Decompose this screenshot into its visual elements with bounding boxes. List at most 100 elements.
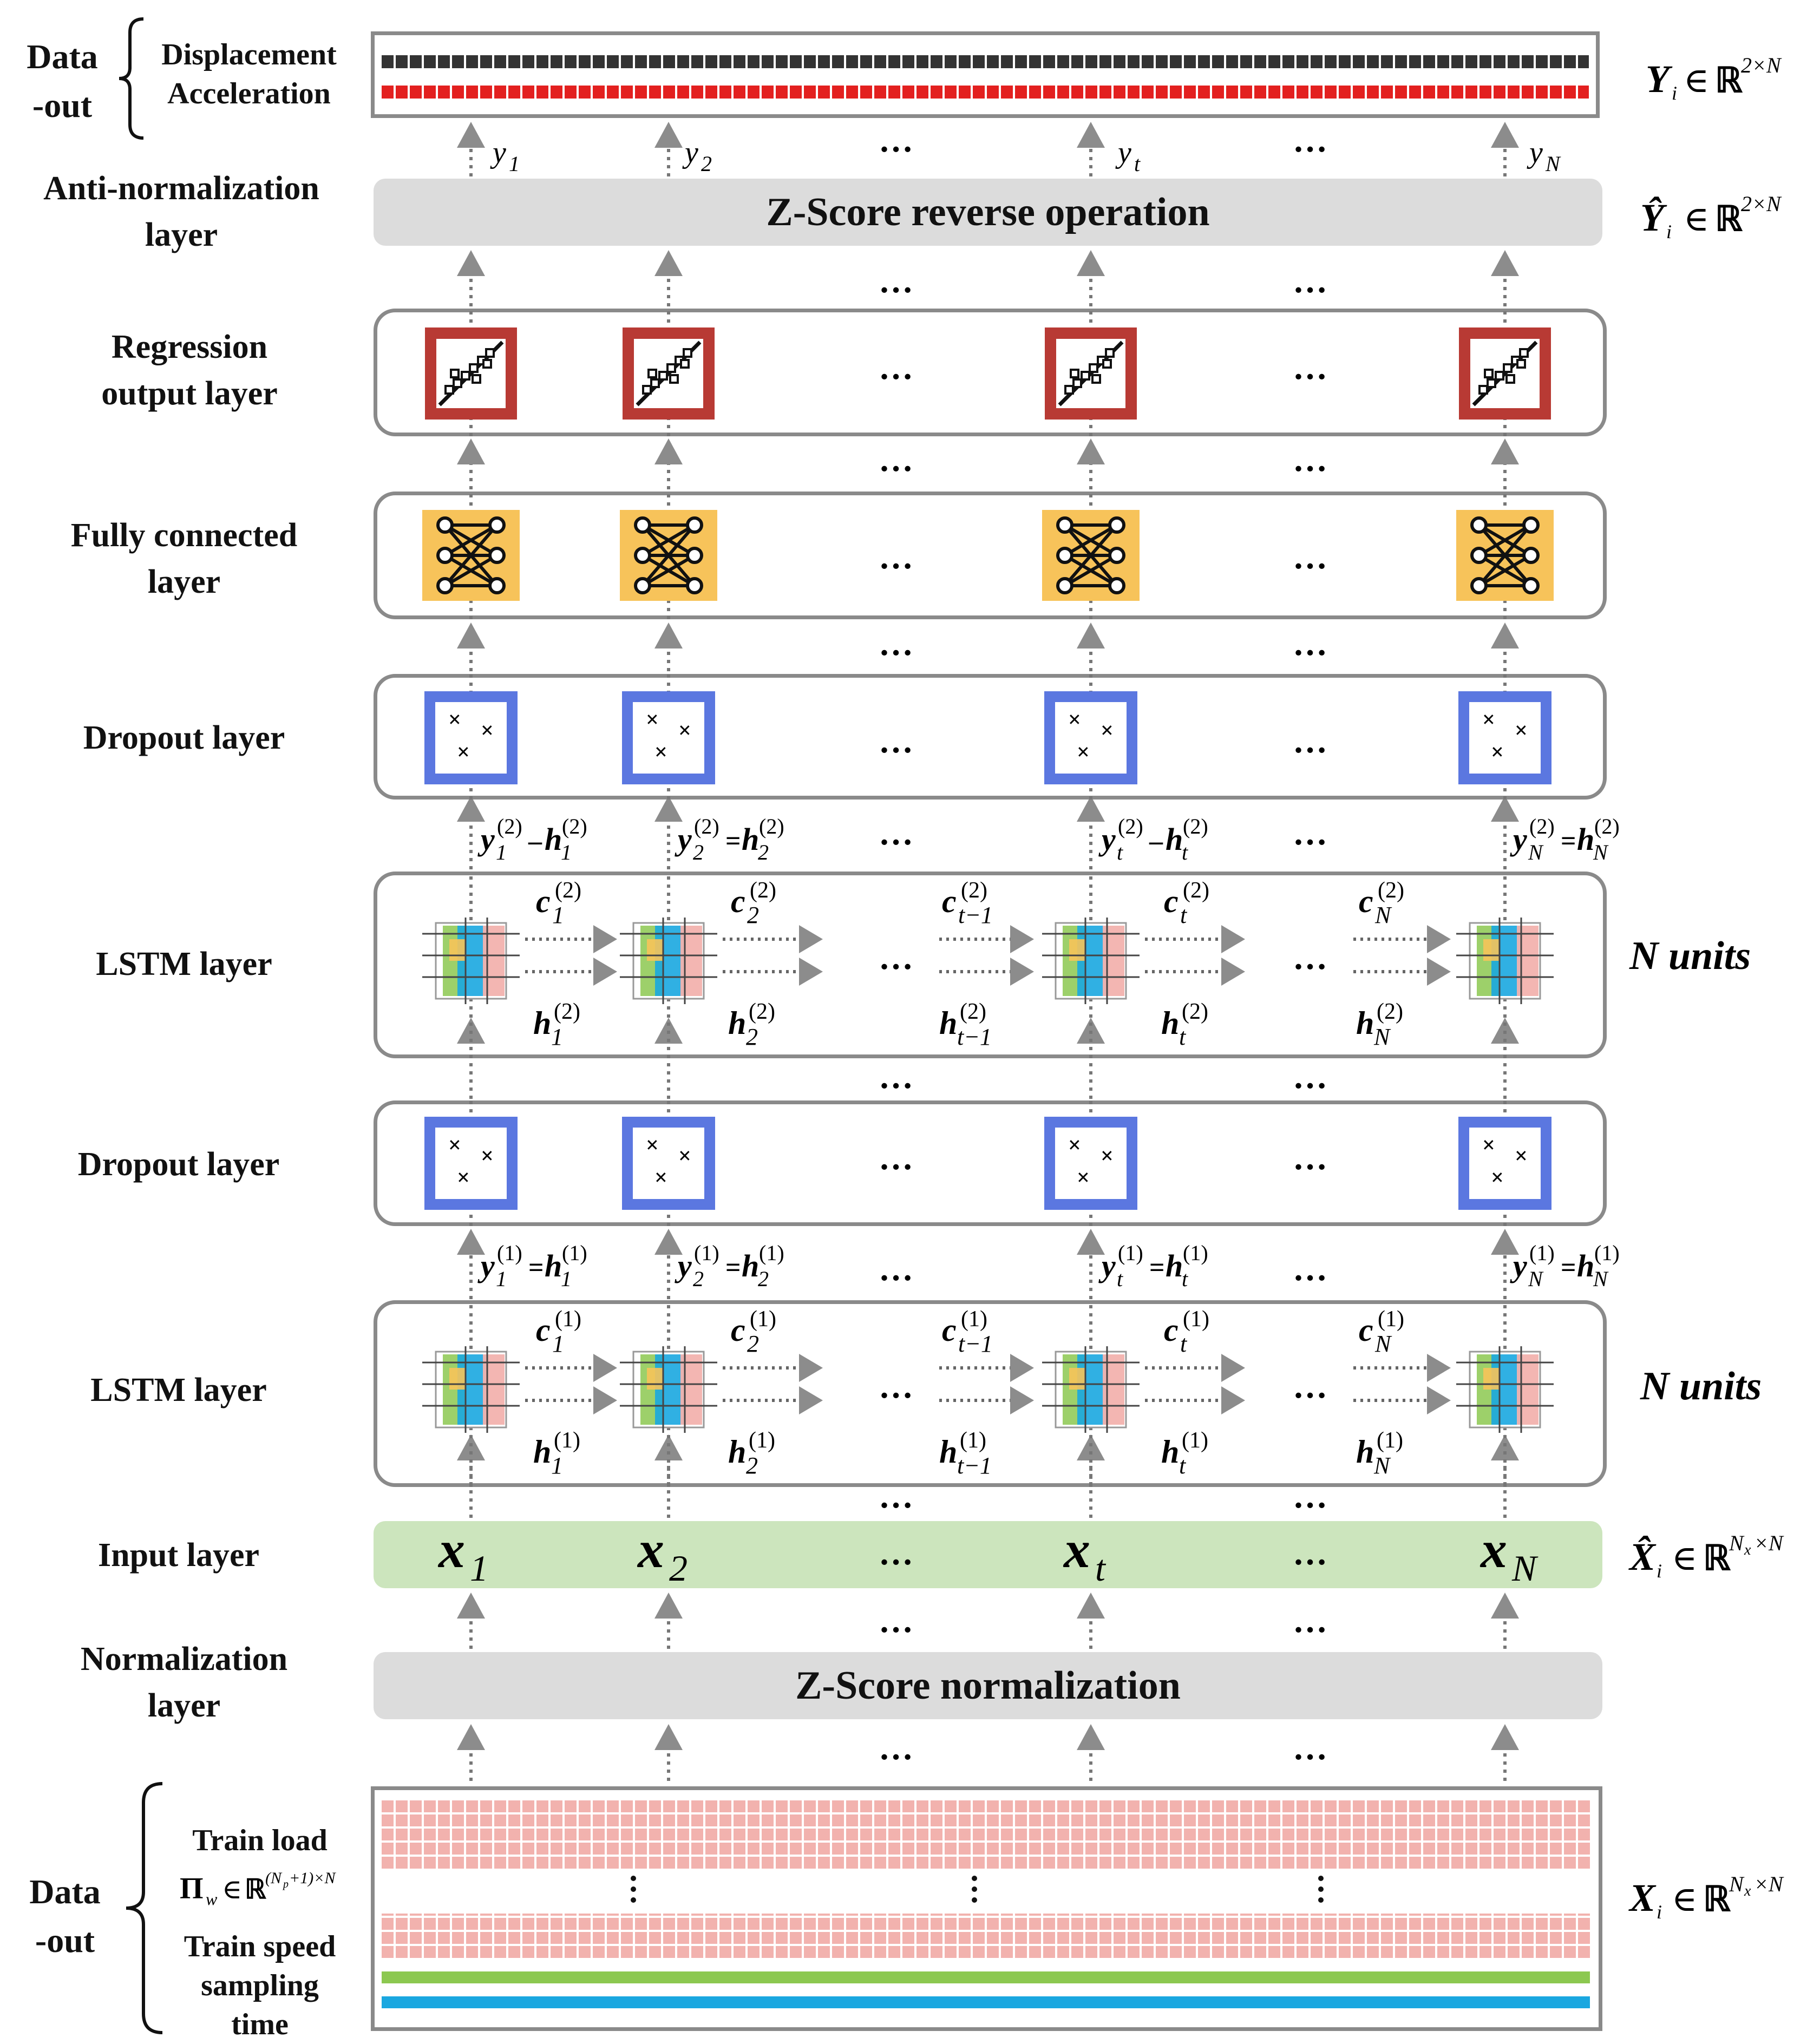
hidden-state-subscript: 2 [746,1452,758,1479]
panel-ellipsis: … [879,348,913,386]
hidden-state-symbol: h [1356,1005,1374,1041]
h-superscript: (2) [562,814,587,838]
dropout-mark: × [481,1144,494,1169]
equals-sign: = [528,1252,544,1282]
input-x-symbol: x [1063,1521,1090,1579]
brace-bottom [126,1782,163,2034]
dropout-icon [622,1117,715,1210]
cell-state-superscript: (2) [555,878,581,903]
cell-state-superscript: (1) [555,1307,581,1332]
hidden-state-arrow [939,958,1034,986]
lstm-cell-icon [1042,1346,1140,1433]
hidden-state-arrow [525,958,617,986]
output-y-symbol: y [490,136,506,169]
h-symbol: h [1577,822,1594,857]
hidden-state-symbol: h [728,1005,746,1041]
dropout-mark: × [646,1133,659,1158]
row-ellipsis: … [879,1249,913,1288]
hidden-state-subscript: N [1373,1024,1391,1050]
dropout-mark: × [457,1165,470,1190]
h-symbol: h [742,822,759,857]
normalization-label: Normalization layer [80,1641,288,1724]
n-units-top: N units [1629,934,1751,978]
svg-text:∈: ∈ [1684,61,1709,100]
row-ellipsis: … [879,261,913,300]
row-ellipsis: … [1293,814,1327,852]
x-hat-symbol: X̂ [1628,1535,1657,1578]
h-symbol: h [1166,822,1183,857]
dropout-icon [1044,691,1137,784]
row-ellipsis: … [1293,440,1327,479]
hidden-state-superscript: (2) [1377,999,1403,1024]
z-score-reverse-bar: Z-Score reverse operation [374,179,1602,246]
panel-ellipsis: … [879,1367,913,1405]
vertical-ellipsis-dot [1318,1886,1324,1892]
svg-text:∈: ∈ [222,1874,242,1904]
input-x-subscript: N [1511,1548,1539,1589]
svg-text:x: x [1744,1883,1751,1899]
svg-text:i: i [1657,1560,1662,1582]
fully-connected-icon [620,510,717,601]
displacement-strip [382,55,1589,68]
row-ellipsis: … [879,624,913,663]
input-x-symbol: x [437,1521,465,1579]
row-ellipsis: … [879,1601,913,1640]
panel-ellipsis: … [1293,722,1327,760]
layer-arrow [654,1229,683,1299]
h-superscript: (1) [1183,1241,1208,1265]
panel-ellipsis: … [1293,348,1327,386]
row-ellipsis: … [879,1477,913,1515]
y-subscript: t [1117,1267,1123,1291]
layer-arrow [654,1724,683,1781]
panel-ellipsis: … [879,722,913,760]
dropout-top-panel [374,674,1607,800]
layer-arrow [457,796,485,869]
layer-arrow [1077,250,1105,306]
output-y-symbol: y [682,136,698,169]
cell-state-subscript: t−1 [958,1331,993,1357]
layer-arrow [457,623,485,671]
y-subscript: 1 [496,840,507,864]
dropout-mark: × [1068,707,1081,732]
layer-arrow [1077,1434,1105,1518]
dropout-icon [622,691,715,784]
input-x-symbol: x [1479,1521,1507,1579]
cell-state-superscript: (2) [750,878,776,903]
layer-arrow [457,250,485,306]
output-y-subscript: 2 [701,152,712,176]
fully-connected-panel [374,492,1607,619]
svg-text:N units: N units [1629,934,1751,978]
lstm-cell-icon [620,918,717,1004]
svg-text:i: i [1657,1901,1662,1923]
layer-arrow [1077,1229,1105,1299]
cell-state-subscript: t−1 [958,902,993,928]
y-subscript: t [1117,840,1123,864]
input-layer-bar [374,1521,1602,1588]
cell-state-arrow [1145,1354,1245,1382]
dropout-bottom-panel [374,1100,1607,1226]
cell-state-subscript: 2 [747,902,759,928]
h-superscript: (2) [759,814,784,838]
layer-arrow [1491,1593,1519,1649]
hidden-state-superscript: (2) [1182,999,1208,1024]
fully-connected-icon [422,510,520,601]
dropout-mark: × [1077,740,1090,765]
dropout-icon [424,691,518,784]
regression-icon [1459,327,1551,420]
panel-ellipsis: … [1293,1367,1327,1405]
svg-text:∈: ∈ [1672,1880,1697,1918]
y-superscript: (2) [1118,814,1143,838]
cell-state-arrow [1353,925,1451,953]
row-ellipsis: … [1293,1728,1327,1767]
svg-text:ℝ: ℝ [245,1874,266,1904]
panel-ellipsis: … [1293,538,1327,576]
input-layer-label: Input layer [98,1537,259,1574]
h-subscript: 2 [758,840,769,864]
fully-connected-label: Fully connected layer [70,517,298,600]
x-hat-formula: X̂ i ∈ ℝ N x ×N [1628,1531,1784,1582]
hidden-state-symbol: h [533,1434,551,1470]
regression-icon [1045,327,1137,420]
svg-text:N: N [1729,1872,1745,1896]
h-subscript: 1 [561,1267,572,1291]
z-score-normalization-bar: Z-Score normalization [374,1652,1602,1719]
